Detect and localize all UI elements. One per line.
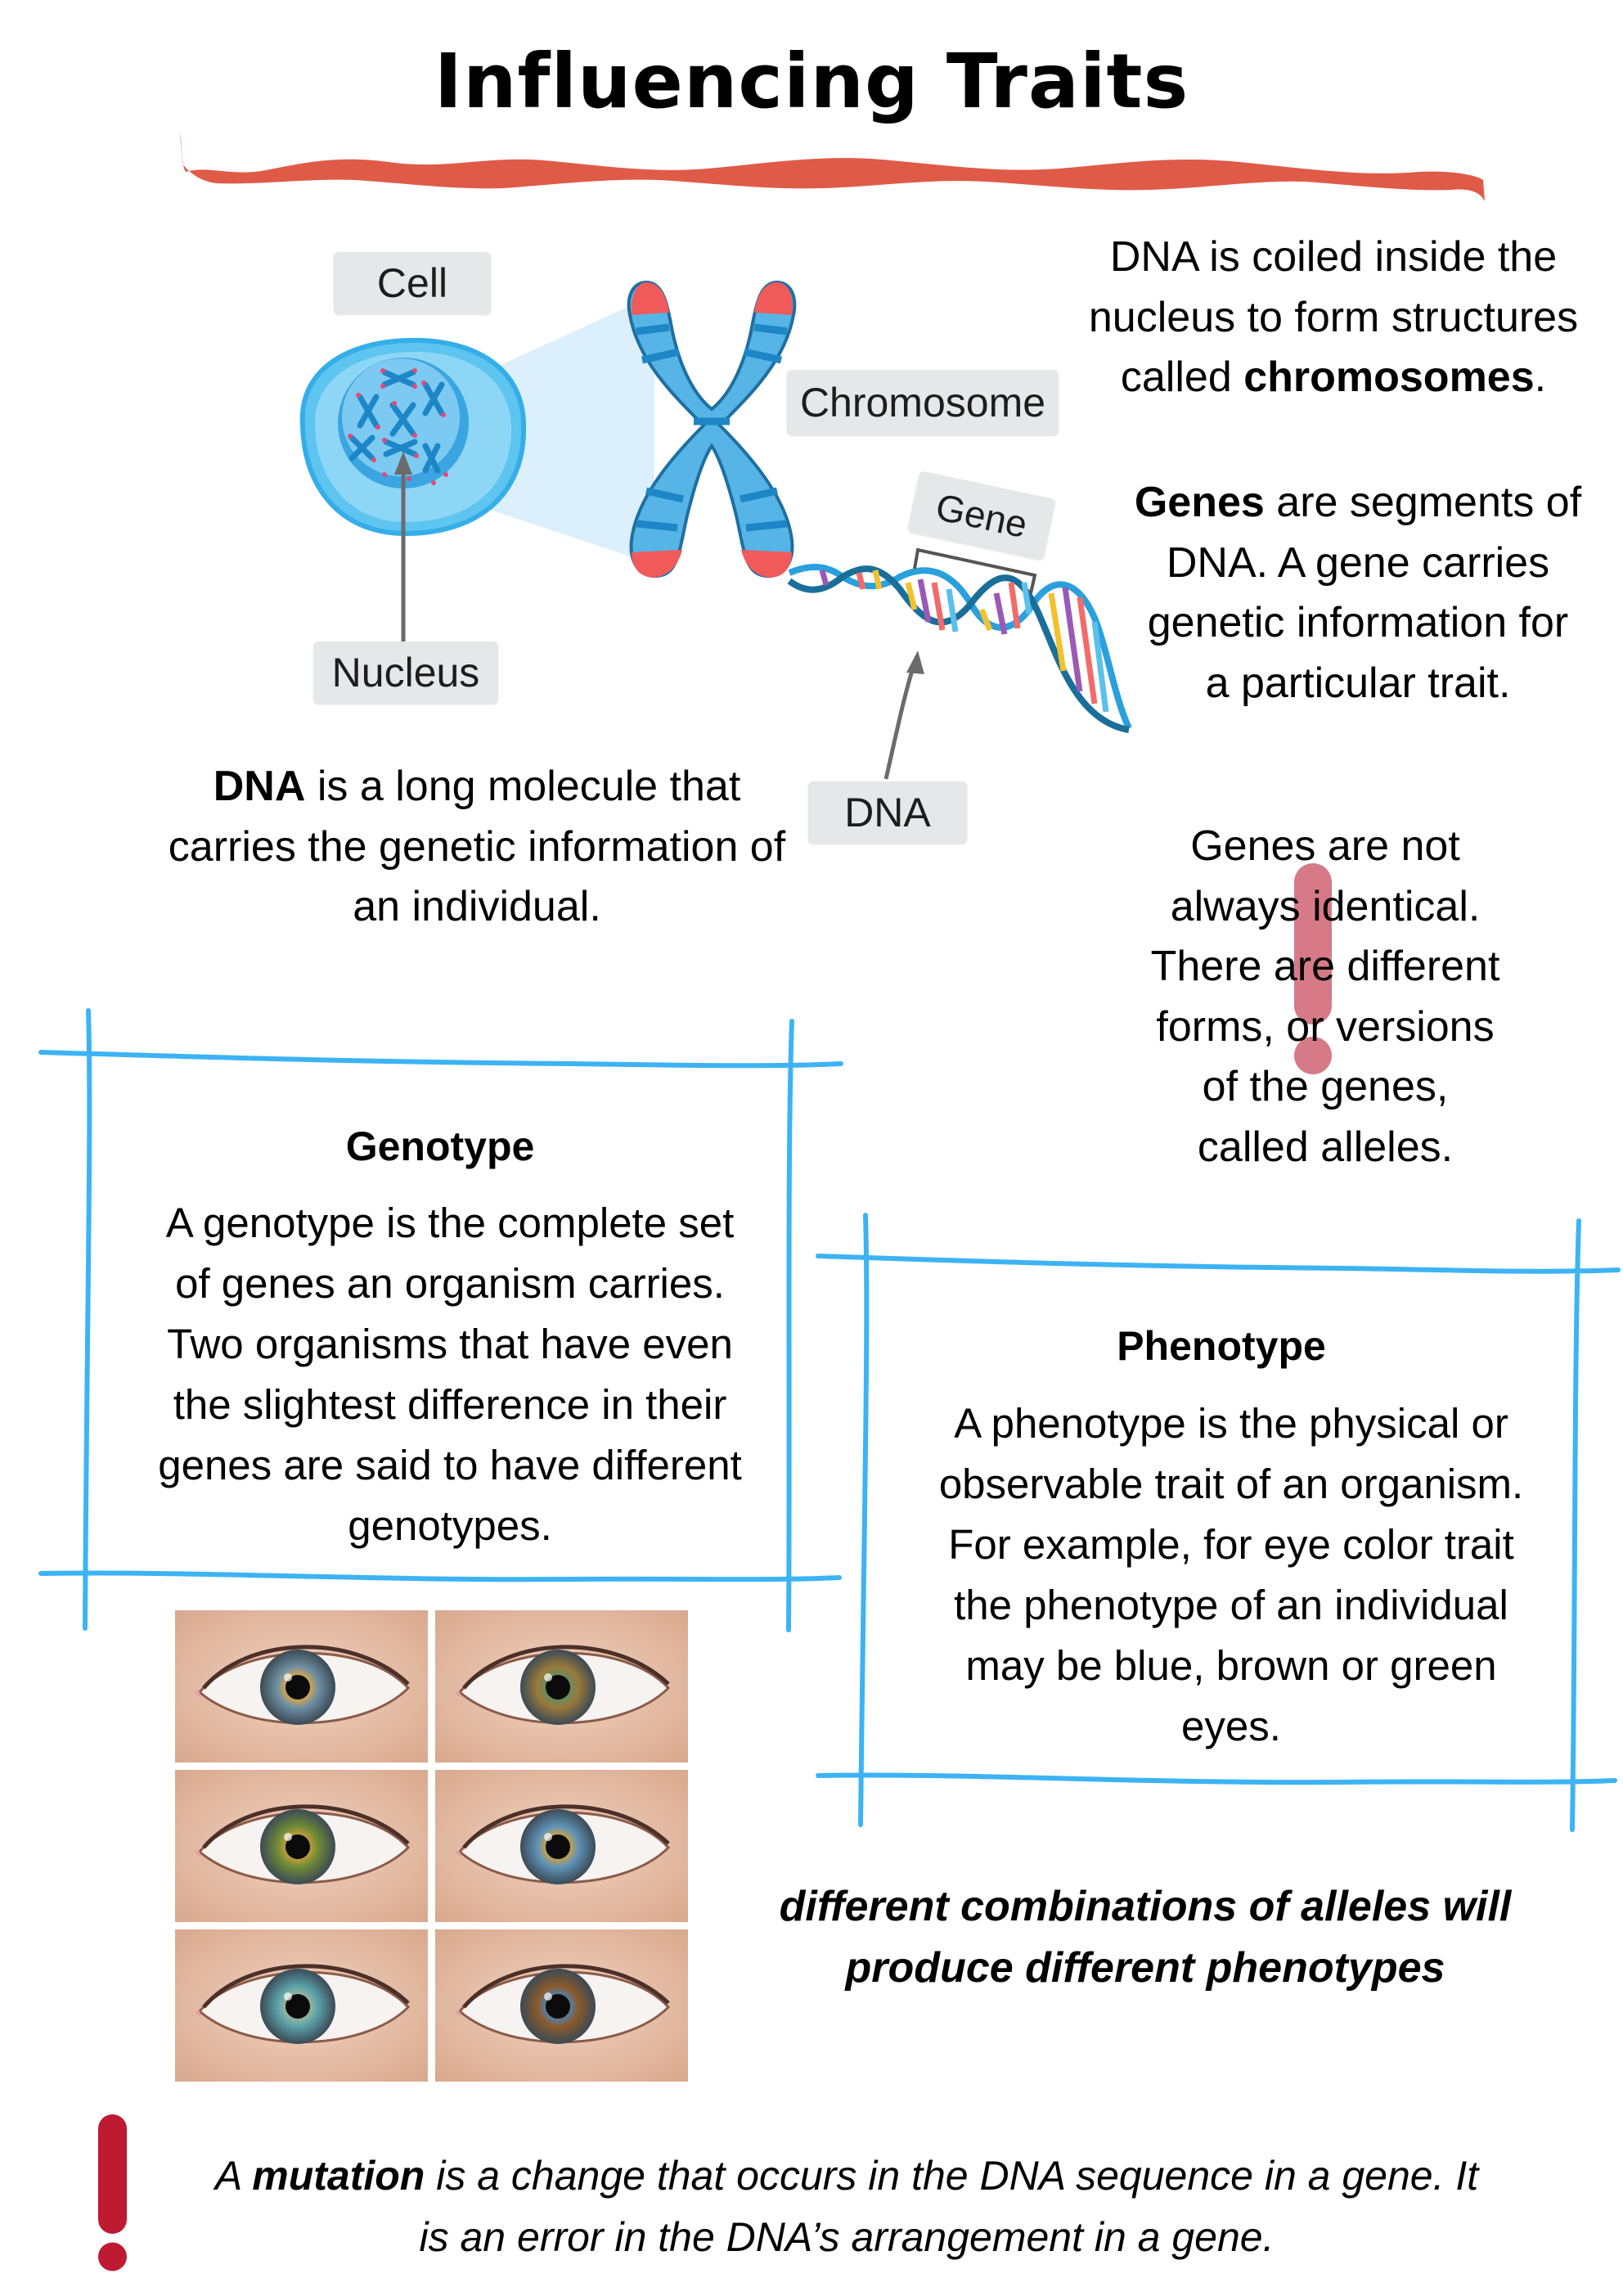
alleles-line: called alleles.	[1197, 1123, 1454, 1171]
phenotype-body: A phenotype is the physical or observabl…	[883, 1393, 1579, 1757]
chromosome-icon	[627, 280, 797, 579]
text-run: called	[1120, 353, 1244, 401]
exclamation-dot	[1294, 1037, 1332, 1074]
dna-line-2: carries the genetic information of	[168, 822, 786, 871]
eye-photo	[435, 1610, 688, 1763]
eye-photo	[435, 1770, 688, 1922]
exclamation-icon-soft	[1294, 863, 1332, 1074]
genotype-title: Genotype	[345, 1123, 535, 1169]
text-run: is a change that occurs in the DNA seque…	[425, 2153, 1479, 2199]
brush-stroke	[180, 133, 1485, 201]
frame-right	[1570, 1218, 1581, 1832]
eye-photo	[175, 1770, 428, 1922]
dna-line-3: an individual.	[353, 883, 601, 930]
phenotype-line: A phenotype is the physical or	[954, 1400, 1508, 1447]
alleles-line: Genes are not	[1190, 822, 1460, 870]
phenotype-line: eyes.	[1181, 1703, 1281, 1749]
note-line-1: different combinations of alleles will	[779, 1883, 1512, 1930]
chromosome-label: Chromosome	[787, 370, 1059, 435]
genotype-line: genes are said to have different	[158, 1442, 742, 1488]
frame-bottom	[38, 1570, 842, 1582]
note-line-2: produce different phenotypes	[845, 1944, 1445, 1992]
genotype-line: the slightest difference in their	[173, 1381, 727, 1428]
mutation-note: A mutation is a change that occurs in th…	[143, 2145, 1550, 2268]
chromosomes-paragraph: DNA is coiled inside the nucleus to form…	[1063, 227, 1603, 408]
exclamation-bar	[98, 2114, 127, 2234]
text-run: A	[214, 2153, 253, 2199]
genes-line-1: Genes are segments of	[1088, 473, 1623, 533]
mutation-line-2: is an error in the DNA’s arrangement in …	[419, 2214, 1275, 2260]
frame-top	[38, 1050, 843, 1069]
genotype-box-frame	[38, 1008, 843, 1632]
alleles-line: There are different	[1150, 943, 1500, 990]
eye-color-photo-grid	[175, 1610, 692, 2085]
genes-line-4: a particular trait.	[1205, 659, 1511, 707]
phenotype-line: the phenotype of an individual	[954, 1582, 1508, 1628]
frame-right-left	[858, 1213, 870, 1827]
nucleus-label: Nucleus	[313, 642, 498, 704]
chromosomes-line-3: called chromosomes.	[1063, 348, 1603, 408]
chromosomes-line-2: nucleus to form structures	[1088, 293, 1579, 341]
title-underline-brush	[180, 133, 1485, 201]
eye-photo	[175, 1610, 428, 1763]
text-run: is a long molecule that	[305, 763, 741, 810]
cell-label: Cell	[334, 252, 491, 314]
alleles-combination-note: different combinations of alleles will p…	[736, 1876, 1554, 1999]
keyword-genes: Genes	[1134, 479, 1265, 526]
frame-bottom	[816, 1772, 1617, 1785]
genotype-line: A genotype is the complete set	[165, 1200, 735, 1246]
nucleus-icon	[338, 358, 469, 488]
phenotype-box-frame	[816, 1213, 1621, 1832]
exclamation-bar	[1294, 863, 1332, 1024]
gene-bracket	[913, 547, 1037, 594]
alleles-line: forms, or versions	[1156, 1002, 1495, 1051]
frame-right	[786, 1019, 794, 1632]
phenotype-title: Phenotype	[1117, 1323, 1326, 1369]
dna-label: DNA	[808, 781, 967, 844]
chromosomes-line-1: DNA is coiled inside the	[1109, 233, 1558, 281]
phenotype-line: may be blue, brown or green	[965, 1642, 1497, 1689]
genotype-body: A genotype is the complete set of genes …	[106, 1193, 794, 1556]
text-run: .	[1534, 353, 1547, 401]
phenotype-line: For example, for eye color trait	[948, 1521, 1514, 1568]
genes-paragraph: Genes are segments of DNA. A gene carrie…	[1088, 473, 1623, 714]
phenotype-line: observable trait of an organism.	[938, 1461, 1524, 1507]
dna-arrow-head	[906, 651, 924, 674]
text-run: are segments of	[1264, 479, 1582, 526]
genes-line-2: DNA. A gene carries	[1166, 538, 1550, 587]
genes-line-3: genetic information for	[1147, 599, 1569, 646]
dna-diagram	[299, 280, 1132, 780]
frame-top	[816, 1254, 1621, 1274]
exclamation-icon-alert	[98, 2114, 127, 2271]
page-title: Influencing Traits	[434, 38, 1189, 125]
dna-helix-icon	[787, 564, 1132, 733]
exclamation-dot	[98, 2242, 127, 2271]
keyword-mutation: mutation	[252, 2153, 425, 2199]
alleles-line: always identical.	[1170, 882, 1481, 930]
dna-paragraph: DNA is a long molecule that carries the …	[150, 757, 804, 938]
keyword-chromosomes: chromosomes	[1243, 353, 1535, 401]
genotype-line: genotypes.	[348, 1502, 552, 1549]
genotype-line: Two organisms that have even	[167, 1321, 733, 1367]
frame-left	[83, 1008, 92, 1631]
keyword-dna: DNA	[213, 763, 306, 810]
eye-photo	[175, 1929, 428, 2082]
alleles-paragraph: Genes are not always identical. There ar…	[1080, 817, 1571, 1177]
mutation-line-1: A mutation is a change that occurs in th…	[143, 2145, 1550, 2207]
dna-arrow	[883, 662, 917, 780]
nucleus-arrow-head	[394, 452, 412, 475]
genotype-line: of genes an organism carries.	[175, 1260, 725, 1307]
dna-line-1: DNA is a long molecule that	[150, 757, 804, 817]
zoom-cone	[458, 295, 654, 565]
alleles-line: of the genes,	[1202, 1063, 1449, 1110]
eye-photo	[435, 1929, 688, 2082]
